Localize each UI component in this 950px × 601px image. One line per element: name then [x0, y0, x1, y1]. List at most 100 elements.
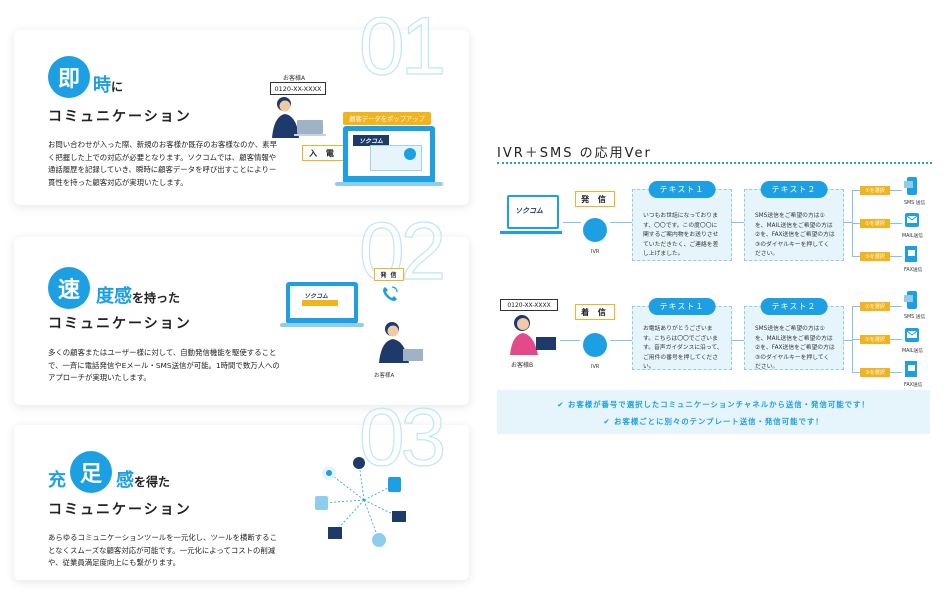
customer-b-label: お客様B	[511, 362, 534, 369]
text2-panel: テキスト２ SMS送信をご希望の方は①を、MAIL送信をご希望の方は②を、FAX…	[744, 181, 844, 261]
incoming-call-box: 着 信	[575, 304, 615, 320]
connector-line	[852, 223, 860, 224]
mail-icon	[905, 328, 919, 342]
card-subheading: コミュニケーション	[48, 316, 192, 332]
sms-icon	[904, 177, 917, 195]
heading-accent-text: 時	[93, 75, 111, 96]
pick-option-2: ②を選択	[860, 335, 890, 344]
pick-option-2: ②を選択	[860, 219, 890, 228]
heading-suffix: を得た	[134, 474, 171, 489]
connector-line	[560, 340, 580, 341]
feature-card-speed: 02 速 度感 を持った コミュニケーション 多くの顧客またはユーザー様に対して…	[14, 210, 469, 405]
text1-panel: テキスト１ お電話ありがとうございます。こちらは〇〇でございます。音声ガイダンス…	[632, 298, 732, 370]
text2-body: SMS送信をご希望の方は①を、MAIL送信をご希望の方は②を、FAX送信をご希望…	[755, 326, 835, 370]
heading-circle: 速	[48, 267, 90, 309]
laptop-illustration: ソクコム	[507, 195, 559, 229]
incoming-call-box: 入 電	[302, 145, 344, 161]
card-heading: 速 度感 を持った	[48, 267, 180, 309]
outgoing-call-box: 発 信	[374, 268, 404, 281]
phone-icon	[383, 286, 398, 301]
fax-icon	[905, 361, 917, 377]
connector-line	[852, 339, 860, 340]
heading-accent-text: 感	[116, 470, 134, 491]
heading-accent-text: 度感	[96, 286, 132, 307]
laptop-illustration: ソクコム	[286, 282, 358, 324]
text1-title: テキスト１	[648, 181, 716, 198]
connector-line	[852, 372, 860, 373]
connector-line	[610, 340, 632, 341]
popup-label-banner: 顧客データをポップアップ	[343, 112, 431, 125]
pick-option-3: ③を選択	[860, 368, 890, 377]
brand-logo: ソクコム	[515, 207, 543, 215]
connector-line	[852, 306, 860, 307]
avatar	[404, 148, 416, 160]
connector-line	[843, 222, 852, 223]
notes-banner: ✔ お客様が番号で選択したコミュニケーションチャネルから送信・発信可能です！ ✔…	[497, 390, 930, 434]
pick-option-1: ①を選択	[860, 302, 890, 311]
sms-label: SMS 送信	[904, 315, 926, 320]
connector-line	[890, 256, 902, 257]
connector-line	[852, 256, 860, 257]
laptop-screen: ソクコム	[290, 286, 354, 318]
heading-suffix: を持った	[132, 290, 181, 305]
text2-panel: テキスト２ SMS送信をご希望の方は①を、MAIL送信をご希望の方は②を、FAX…	[744, 298, 844, 370]
customer-a-label: お客様A	[283, 75, 306, 82]
sms-icon	[904, 291, 917, 309]
card-heading: 充 足 感 を得た	[48, 451, 170, 493]
brand-logo: ソクコム	[304, 293, 329, 300]
connector-line	[843, 340, 852, 341]
note-line-1: ✔ お客様が番号で選択したコミュニケーションチャネルから送信・発信可能です！	[497, 399, 930, 410]
card-description: お問い合わせが入った際、新規のお客様か既存のお客様なのか、素早く把握した上での対…	[48, 140, 277, 187]
mail-label: MAIL送信	[902, 349, 924, 354]
ivr-section-title: IVR＋SMS の応用Ver	[497, 146, 652, 161]
laptop-base	[280, 323, 364, 327]
connector-line	[890, 339, 902, 340]
check-circle-icon: ✔	[557, 400, 568, 409]
feature-card-satisfaction: 03 充 足 感 を得た コミュニケーション あらゆるコミュニケーションツールを…	[14, 396, 469, 580]
laptop-base	[335, 182, 443, 186]
connector-line	[890, 223, 902, 224]
card-number: 01	[358, 1, 446, 92]
text2-body: SMS送信をご希望の方は①を、MAIL送信をご希望の方は②を、FAX送信をご希望…	[755, 213, 835, 257]
note-line-2: ✔ お客様ごとに別々のテンプレート送信・発信可能です！	[497, 416, 930, 427]
connector-line	[852, 190, 860, 191]
fax-label: FAX送信	[904, 268, 923, 273]
fax-icon	[905, 246, 917, 262]
note-text-2: お客様ごとに別々のテンプレート送信・発信可能です！	[614, 417, 824, 426]
customer-a-label: お客様A	[374, 373, 395, 379]
ivr-phone-icon	[583, 218, 607, 242]
title-divider	[497, 162, 932, 164]
communication-hub-illustration	[315, 457, 406, 547]
ivr-label: IVR	[591, 364, 600, 370]
heading-suffix: に	[111, 79, 124, 94]
text2-title: テキスト２	[760, 298, 828, 315]
connector-line	[563, 222, 581, 223]
connector-line	[610, 222, 632, 223]
card-subheading: コミュニケーション	[48, 502, 192, 518]
phone-number-box: 0120-XX-XXXX	[500, 299, 558, 311]
customer-person-illustration	[379, 322, 423, 363]
check-circle-icon: ✔	[603, 417, 615, 426]
mail-label: MAIL送信	[902, 234, 924, 239]
text1-body: お電話ありがとうございます。こちらは〇〇でございます。音声ガイダンスに沿って、ご…	[643, 326, 723, 370]
send-bar	[302, 300, 338, 306]
heading-circle: 即	[48, 56, 90, 98]
laptop-illustration: ソクコム	[343, 126, 435, 184]
text2-title: テキスト２	[760, 181, 828, 198]
phone-number-box: 0120-XX-XXXX	[270, 82, 326, 95]
ivr-phone-icon	[583, 333, 607, 357]
pick-option-1: ①を選択	[860, 186, 890, 195]
fax-label: FAX送信	[904, 383, 923, 388]
connector-line	[731, 222, 744, 223]
ivr-label: IVR	[591, 249, 600, 255]
connector-line	[731, 340, 744, 341]
connector-line	[890, 372, 902, 373]
customer-b-illustration	[510, 315, 556, 355]
connector-line	[890, 306, 902, 307]
sms-label: SMS 送信	[904, 201, 926, 206]
brand-logo: ソクコム	[353, 135, 390, 146]
card-heading: 即 時 に	[48, 56, 123, 98]
card-description: 多くの顧客またはユーザー様に対して、自動発信機能を駆使することで、一斉に電話発信…	[48, 348, 280, 382]
card-description: あらゆるコミュニケーションツールを一元化し、ツールを横断することなくスムーズな顧…	[48, 533, 277, 567]
connector-line	[890, 190, 902, 191]
